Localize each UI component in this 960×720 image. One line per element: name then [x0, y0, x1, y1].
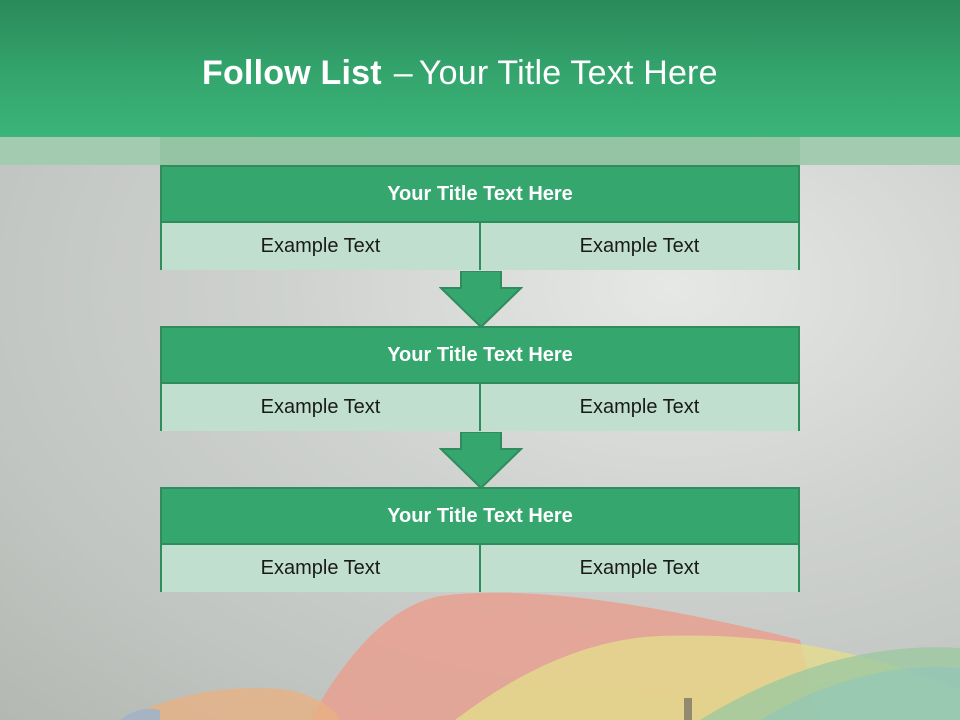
block-cell-left: Example Text: [162, 545, 479, 592]
block-cell-right: Example Text: [479, 223, 798, 270]
step-block-2: Your Title Text Here Example Text Exampl…: [160, 326, 800, 431]
block-cell-left: Example Text: [162, 384, 479, 431]
block-row: Example Text Example Text: [162, 384, 798, 431]
title-dash: –: [393, 54, 413, 92]
block-row: Example Text Example Text: [162, 545, 798, 592]
title-bold-part: Follow List: [202, 54, 382, 92]
title-rest: Your Title Text Here: [418, 54, 718, 92]
down-arrow-icon: [439, 432, 523, 490]
block-title: Your Title Text Here: [162, 328, 798, 384]
block-cell-right: Example Text: [479, 545, 798, 592]
block-row: Example Text Example Text: [162, 223, 798, 270]
step-block-3: Your Title Text Here Example Text Exampl…: [160, 487, 800, 592]
block-title: Your Title Text Here: [162, 167, 798, 223]
slide-title: Follow List–Your Title Text Here: [202, 54, 718, 93]
block-title: Your Title Text Here: [162, 489, 798, 545]
step-block-1: Your Title Text Here Example Text Exampl…: [160, 165, 800, 270]
header-bar: [0, 0, 960, 137]
block-cell-right: Example Text: [479, 384, 798, 431]
block-cell-left: Example Text: [162, 223, 479, 270]
down-arrow-icon: [439, 271, 523, 329]
header-band-center: [160, 137, 800, 165]
